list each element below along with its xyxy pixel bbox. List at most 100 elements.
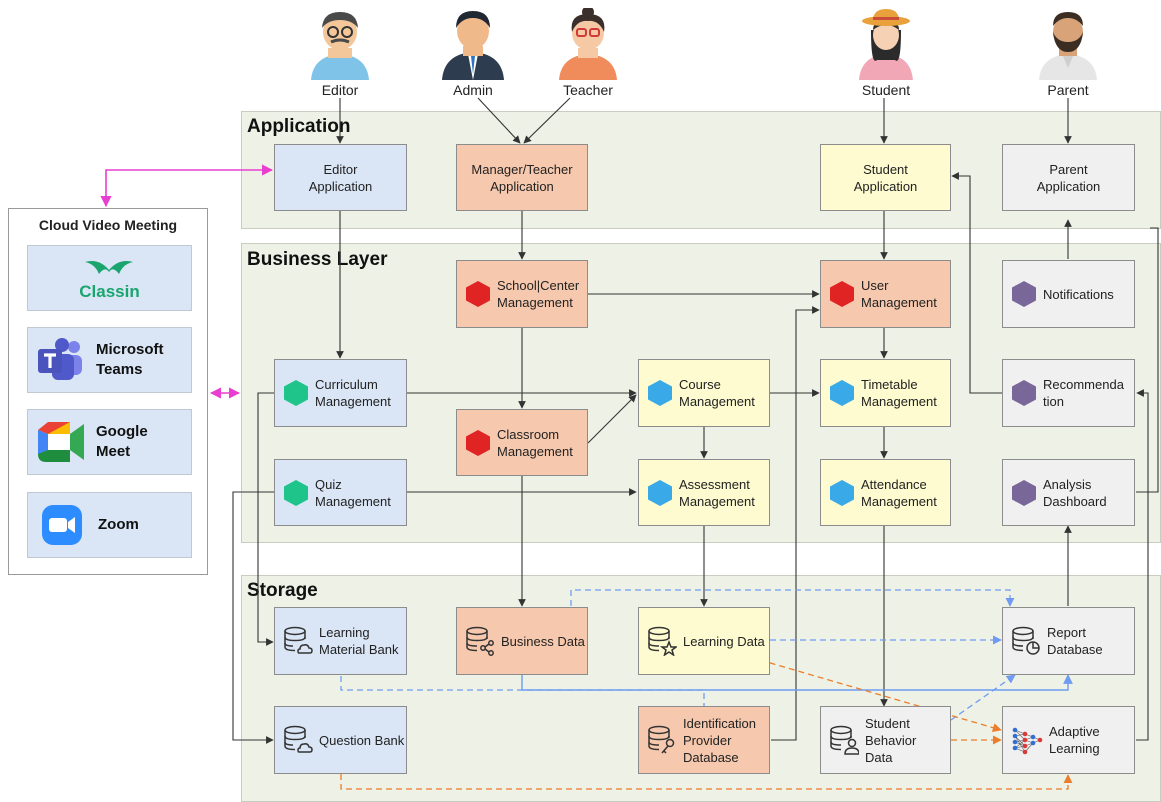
adaptive-learning: Adaptive Learning xyxy=(1002,706,1135,774)
report-database-label: Report Database xyxy=(1047,625,1103,657)
purple-hexagon-icon xyxy=(1012,380,1036,406)
edge-question-bank-to-adaptive xyxy=(340,774,1073,790)
course-management-label: Course Management xyxy=(679,377,755,409)
zoom-label: Zoom xyxy=(98,516,139,533)
microsoft-teams-service: Microsoft Teams xyxy=(27,327,192,393)
recommendation: Recommenda tion xyxy=(1002,359,1135,427)
actor-label-admin: Admin xyxy=(453,82,493,98)
actor-editor: Editor xyxy=(295,8,385,98)
edge-behavior-to-report xyxy=(950,674,1016,721)
parent-avatar-icon xyxy=(1039,12,1097,80)
cloud-video-meeting-panel: Cloud Video Meeting Classin Microsoft Te… xyxy=(8,208,208,575)
user-management: User Management xyxy=(820,260,951,328)
purple-hexagon-icon xyxy=(1012,281,1036,307)
business-layer-title: Business Layer xyxy=(247,249,388,270)
actor-student: Student xyxy=(841,8,931,98)
edge-curriculum-to-material-bank xyxy=(257,392,274,646)
edge-identification-to-user xyxy=(771,306,820,741)
green-hexagon-icon xyxy=(284,479,308,506)
actor-parent: Parent xyxy=(1023,8,1113,98)
parent-application: Parent Application xyxy=(1002,144,1135,211)
actor-teacher: Teacher xyxy=(543,8,633,98)
user-management-label: User Management xyxy=(861,278,937,310)
identification-provider-database: Identification Provider Database xyxy=(638,706,770,774)
actor-admin: Admin xyxy=(428,8,518,98)
red-hexagon-icon xyxy=(466,281,490,307)
edge-analysis-to-student-app xyxy=(1136,227,1159,493)
adaptive-learning-label: Adaptive Learning xyxy=(1049,724,1100,756)
manager-teacher-application: Manager/Teacher Application xyxy=(456,144,588,211)
student-behavior-data-label: Student Behavior Data xyxy=(865,715,917,765)
assessment-management-label: Assessment Management xyxy=(679,476,755,509)
classin-service: Classin xyxy=(27,245,192,311)
actor-label-editor: Editor xyxy=(321,82,359,98)
classin-logo-icon xyxy=(85,260,134,274)
actor-label-student: Student xyxy=(861,82,911,98)
microsoft-teams-icon xyxy=(38,338,82,380)
classroom-management: Classroom Management xyxy=(456,409,588,476)
learning-data: Learning Data xyxy=(638,607,770,675)
identification-provider-database-label: Identification Provider Database xyxy=(683,715,756,765)
attendance-management: Attendance Management xyxy=(820,459,951,526)
zoom-icon xyxy=(42,505,82,545)
blue-hexagon-icon xyxy=(830,380,854,406)
red-hexagon-icon xyxy=(466,429,490,456)
red-hexagon-icon xyxy=(830,281,854,307)
edge-learning-data-to-adaptive xyxy=(759,659,1002,733)
edge-adaptive-to-recommendation xyxy=(1136,389,1149,741)
neural-network-icon xyxy=(1012,727,1043,755)
edge-business-data-to-report-top xyxy=(570,589,1015,607)
timetable-management-label: Timetable Management xyxy=(861,377,937,409)
google-meet-service: Google Meet xyxy=(27,409,192,475)
curriculum-management: Curriculum Management xyxy=(274,359,407,427)
database-user-icon xyxy=(830,725,859,755)
analysis-dashboard-label: Analysis Dashboard xyxy=(1043,476,1107,509)
attendance-management-label: Attendance Management xyxy=(861,476,937,509)
editor-application: Editor Application xyxy=(274,144,407,211)
edge-recommendation-to-student-app xyxy=(951,172,1002,394)
microsoft-teams-label: Microsoft Teams xyxy=(96,341,164,378)
admin-avatar-icon xyxy=(442,11,504,80)
database-key-icon xyxy=(648,725,675,754)
cloud-video-meeting-title: Cloud Video Meeting xyxy=(38,217,178,233)
database-cloud-icon xyxy=(284,725,313,753)
edge-admin-to-manager-app xyxy=(477,97,521,144)
database-chart-icon xyxy=(1012,626,1040,655)
blue-hexagon-icon xyxy=(830,479,854,506)
blue-hexagon-icon xyxy=(648,479,672,506)
database-star-icon xyxy=(648,626,677,656)
parent-application-label: Parent Application xyxy=(1036,161,1101,194)
timetable-management: Timetable Management xyxy=(820,359,951,427)
actor-label-parent: Parent xyxy=(1047,82,1089,98)
recommendation-label: Recommenda tion xyxy=(1043,377,1124,409)
business-data: Business Data xyxy=(456,607,588,675)
classin-label: Classin xyxy=(79,281,140,301)
report-database: Report Database xyxy=(1002,607,1135,675)
school-center-management-label: School|Center Management xyxy=(497,278,580,310)
application-layer-title: Application xyxy=(247,116,351,137)
blue-hexagon-icon xyxy=(648,380,672,406)
edge-teacher-to-manager-app xyxy=(523,97,571,144)
curriculum-management-label: Curriculum Management xyxy=(315,377,391,409)
editor-avatar-icon xyxy=(311,12,369,80)
zoom-service: Zoom xyxy=(27,492,192,558)
database-cloud-icon xyxy=(284,626,313,654)
database-share-icon xyxy=(466,626,494,656)
student-behavior-data: Student Behavior Data xyxy=(820,706,951,774)
quiz-management-label: Quiz Management xyxy=(315,476,391,509)
assessment-management: Assessment Management xyxy=(638,459,770,526)
notifications-label: Notifications xyxy=(1043,286,1114,302)
edge-quiz-to-question-bank xyxy=(232,491,274,744)
learning-material-bank: Learning Material Bank xyxy=(274,607,407,675)
student-application-label: Student Application xyxy=(853,161,918,194)
teacher-avatar-icon xyxy=(559,8,617,80)
notifications: Notifications xyxy=(1002,260,1135,328)
google-meet-icon xyxy=(38,422,84,462)
green-hexagon-icon xyxy=(284,380,308,406)
school-center-management: School|Center Management xyxy=(456,260,588,328)
edge-cloud-to-editor-app xyxy=(100,164,274,208)
business-data-label: Business Data xyxy=(501,633,585,649)
classroom-management-label: Classroom Management xyxy=(497,426,573,459)
